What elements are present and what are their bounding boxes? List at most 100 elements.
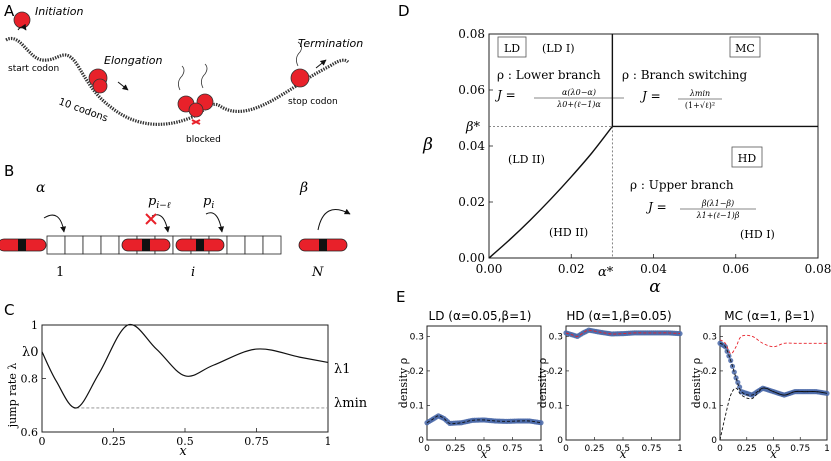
- hd-num: β(λ1−β): [701, 199, 734, 208]
- density-curve: [565, 329, 681, 337]
- c-xtick-label: 1: [325, 435, 332, 448]
- c-ylabel: jump rate λ: [6, 363, 19, 430]
- e-xtick-label: 0.5: [477, 444, 491, 454]
- d-xtick-label: 0.06: [722, 262, 749, 276]
- label-termination: Termination: [298, 37, 363, 50]
- e-xtick-label: 1: [677, 444, 683, 454]
- e-xtick-label: 0.75: [641, 444, 661, 454]
- label-lambda-min: λmin: [334, 396, 368, 411]
- label-site-n: N: [311, 265, 324, 280]
- lattice: [0, 208, 351, 255]
- ribosome-elongation: [88, 68, 129, 94]
- lattice-site: [64, 235, 84, 255]
- ld-num: α(λ0−α): [562, 88, 596, 97]
- c-ytick-label: 0.8: [21, 373, 39, 386]
- d-xlabel: α: [649, 277, 661, 297]
- panel-label-e: E: [396, 288, 405, 306]
- ld-hd-boundary: [488, 125, 613, 259]
- e-ytick-label: 0: [418, 436, 424, 446]
- e-ylabel: density ρ: [690, 358, 703, 408]
- plot-frame: [565, 325, 681, 441]
- e-ytick-label: 0.3: [410, 332, 424, 342]
- arrow-entry: [43, 214, 67, 233]
- e-ytick-label: 0: [711, 436, 717, 446]
- mc-j: J =: [639, 89, 661, 103]
- ld-den: λ0+(ℓ−1)α: [556, 100, 601, 109]
- density-curve: [426, 415, 542, 425]
- label-hd2: (HD II): [549, 226, 588, 239]
- label-p-i: pi: [203, 194, 214, 211]
- label-ld2: (LD II): [508, 153, 545, 166]
- label-lambda1: λ1: [334, 362, 351, 377]
- plot-title: HD (α=1,β=0.05): [566, 309, 671, 323]
- ribosome-hopping-site: [196, 239, 204, 251]
- plot-title: MC (α=1, β=1): [724, 309, 815, 323]
- label-alpha-star: α*: [598, 265, 614, 280]
- e-xlabel: x: [770, 447, 777, 461]
- c-ytick-label: 0.6: [21, 426, 39, 439]
- label-stop: stop codon: [288, 97, 338, 107]
- ribosome-initiation: [13, 11, 31, 31]
- d-ytick-label: 0.04: [458, 139, 485, 153]
- label-ld1: (LD I): [542, 42, 575, 55]
- density-marker: [731, 369, 737, 375]
- panel-label-d: D: [398, 2, 410, 20]
- d-ytick-label: 0.02: [458, 195, 485, 209]
- e-xtick-label: 0.5: [616, 444, 630, 454]
- ribosome-blocked: [177, 63, 214, 125]
- e-ytick-label: 0.3: [703, 332, 717, 342]
- d-xtick-label: 0.00: [476, 262, 503, 276]
- e-xtick-label: 0.25: [445, 444, 465, 454]
- label-hd1: (HD I): [740, 228, 775, 241]
- c-xlabel: x: [179, 444, 187, 459]
- e-xtick-label: 0.75: [790, 444, 810, 454]
- panel-a: A Initiation start codon Elongation 10 c…: [4, 2, 363, 145]
- e-ytick-label: 0.2: [410, 367, 424, 377]
- hd-den: λ1+(ℓ−1)β: [696, 211, 740, 220]
- label-beta-star: β*: [465, 120, 481, 135]
- ld-rho: ρ : Lower branch: [497, 68, 601, 82]
- mrna-strand: [5, 36, 350, 126]
- d-ytick-label: 0.08: [458, 27, 485, 41]
- lattice-site: [244, 235, 264, 255]
- lower-branch: [719, 387, 828, 441]
- box-ld: [497, 36, 527, 58]
- e-ytick-label: 0.2: [549, 367, 563, 377]
- hd-rho: ρ : Upper branch: [630, 178, 734, 192]
- e-xlabel: x: [620, 447, 627, 461]
- density-marker: [538, 420, 544, 426]
- label-elongation: Elongation: [104, 54, 163, 67]
- box-hd: [731, 146, 763, 168]
- d-ytick-label: 0.00: [458, 251, 485, 265]
- lattice-site: [226, 235, 246, 255]
- e-xlabel: x: [481, 447, 488, 461]
- lattice-site: [46, 235, 66, 255]
- arrow-hop: [205, 212, 225, 233]
- label-site-i: i: [191, 265, 195, 280]
- d-ytick-label: 0.06: [458, 83, 485, 97]
- e-ylabel: density ρ: [536, 358, 549, 408]
- e-ylabel: density ρ: [397, 358, 410, 408]
- label-site-1: 1: [56, 265, 64, 280]
- label-codons: 10 codons: [57, 96, 109, 124]
- label-alpha: α: [36, 180, 46, 196]
- panel-label-a: A: [4, 2, 15, 20]
- e-xtick-label: 0: [717, 444, 723, 454]
- e-ytick-label: 0.3: [549, 332, 563, 342]
- ribosome-termination: [290, 41, 327, 88]
- mc-num: λmin: [689, 89, 710, 98]
- jump-rate-curve: [41, 323, 329, 409]
- mc-rho: ρ : Branch switching: [622, 68, 748, 82]
- lattice-site: [100, 235, 120, 255]
- label-blocked: blocked: [186, 135, 221, 145]
- arrow-exit: [317, 208, 351, 231]
- upper-branch: [719, 334, 827, 355]
- d-xtick-label: 0.08: [805, 262, 831, 276]
